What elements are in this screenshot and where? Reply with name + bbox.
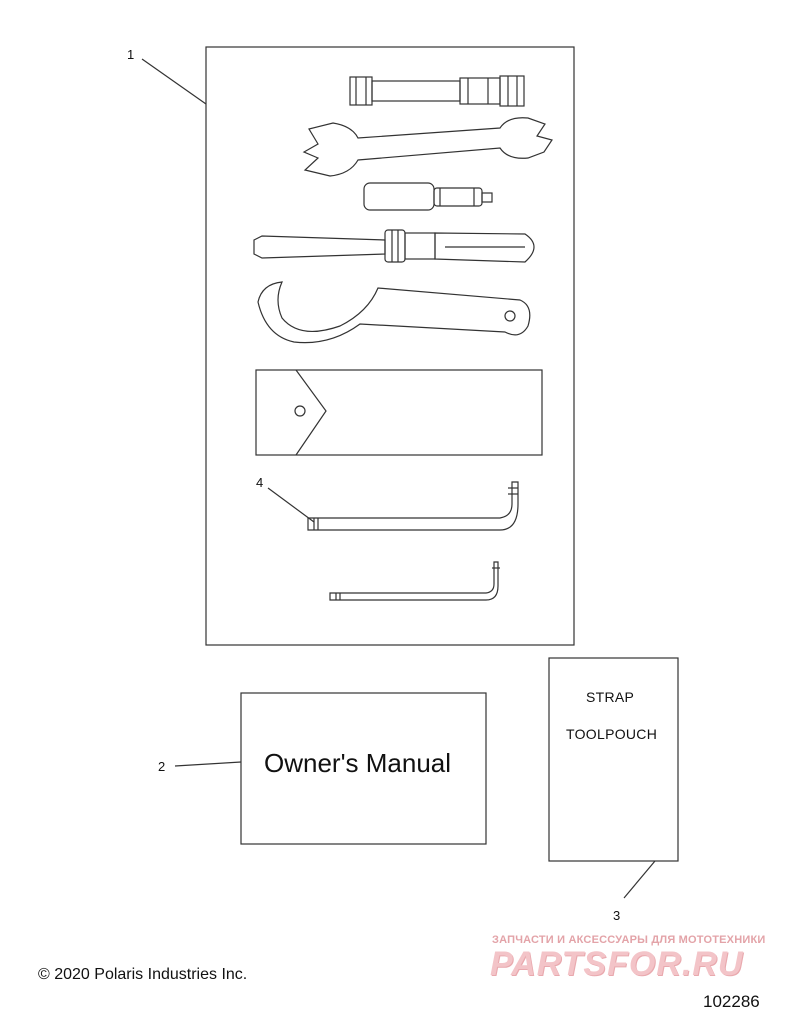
callout-2: 2 [158,759,166,774]
socket-extension-tool [349,75,525,107]
diagram-number: 102286 [703,992,760,1011]
open-end-wrench [302,117,553,177]
flat-screwdriver [253,229,535,263]
leader-line-3 [623,860,656,899]
callout-4: 4 [256,475,264,490]
leader-line-4 [267,487,315,523]
owners-manual-box [240,692,487,845]
callout-3: 3 [613,908,621,923]
strap-label: STRAP [586,689,635,705]
hex-key-small [329,561,500,601]
leader-line-1 [141,58,207,105]
toolpouch-label: TOOLPOUCH [566,726,658,742]
tool-kit-panel [205,46,575,646]
watermark-logo: PARTSFOR.RU [490,945,744,983]
watermark-tagline: ЗАПЧАСТИ И АКСЕССУАРЫ ДЛЯ МОТОТЕХНИКИ [492,934,766,946]
copyright-notice: © 2020 Polaris Industries Inc. [38,966,248,983]
tool-pouch-illustration [255,369,543,456]
small-screwdriver [363,182,493,211]
leader-line-2 [174,761,242,767]
callout-1: 1 [127,47,135,62]
owners-manual-label: Owner's Manual [264,748,452,778]
spanner-wrench [257,281,531,344]
toolpouch-box [548,657,679,862]
hex-key-large [307,481,519,531]
